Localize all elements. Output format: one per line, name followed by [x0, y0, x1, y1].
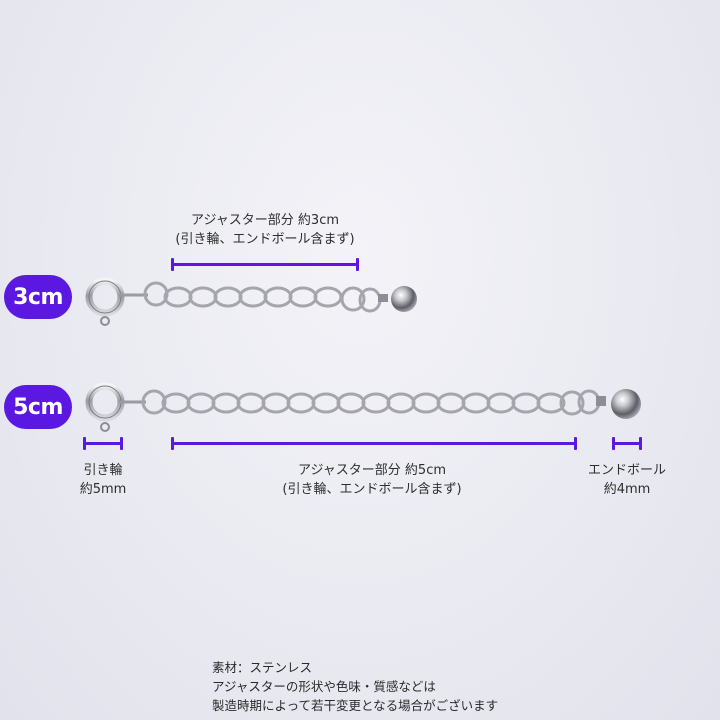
endball-size-text: 約4mm	[603, 482, 651, 497]
chain-5cm-image	[85, 382, 641, 432]
adjuster-bracket-5cm	[171, 437, 577, 450]
size-badge-3cm: 3cm	[4, 275, 72, 319]
disclaimer-line-2: 製造時期によって若干変更となる場合がございます	[212, 698, 499, 713]
chain-link-icon	[141, 389, 601, 416]
clasp-size-text: 約5mm	[79, 482, 127, 497]
disclaimer-line-1: アジャスターの形状や色味・質感などは	[212, 679, 436, 694]
clasp-name-text: 引き輪	[83, 463, 123, 478]
endball-label: エンドボール 約4mm	[577, 461, 677, 499]
adjuster-label-5cm: アジャスター部分 約5cm (引き輪、エンドボール含まず)	[262, 461, 482, 499]
end-ball-icon	[596, 389, 641, 419]
size-badge-5cm: 5cm	[4, 385, 72, 429]
spring-ring-clasp-icon	[85, 382, 146, 432]
material-text: 素材：ステンレス	[212, 660, 313, 675]
chain-3cm-image	[85, 277, 417, 326]
adjuster-length-text: アジャスター部分 約5cm	[297, 463, 447, 478]
clasp-bracket	[83, 437, 123, 450]
endball-bracket	[612, 437, 642, 450]
endball-name-text: エンドボール	[587, 463, 666, 478]
adjuster-label-3cm: アジャスター部分 約3cm (引き輪、エンドボール含まず)	[165, 211, 365, 249]
adjuster-note-text: (引き輪、エンドボール含まず)	[175, 232, 355, 247]
material-notes: 素材：ステンレス アジャスターの形状や色味・質感などは 製造時期によって若干変更…	[212, 658, 498, 715]
clasp-label: 引き輪 約5mm	[63, 461, 143, 499]
end-ball-icon	[378, 286, 417, 312]
adjuster-bracket-3cm	[171, 258, 359, 271]
adjuster-length-text: アジャスター部分 約3cm	[190, 213, 340, 228]
spring-ring-clasp-icon	[85, 277, 148, 326]
chain-link-icon	[143, 281, 382, 313]
adjuster-note-text: (引き輪、エンドボール含まず)	[282, 482, 462, 497]
